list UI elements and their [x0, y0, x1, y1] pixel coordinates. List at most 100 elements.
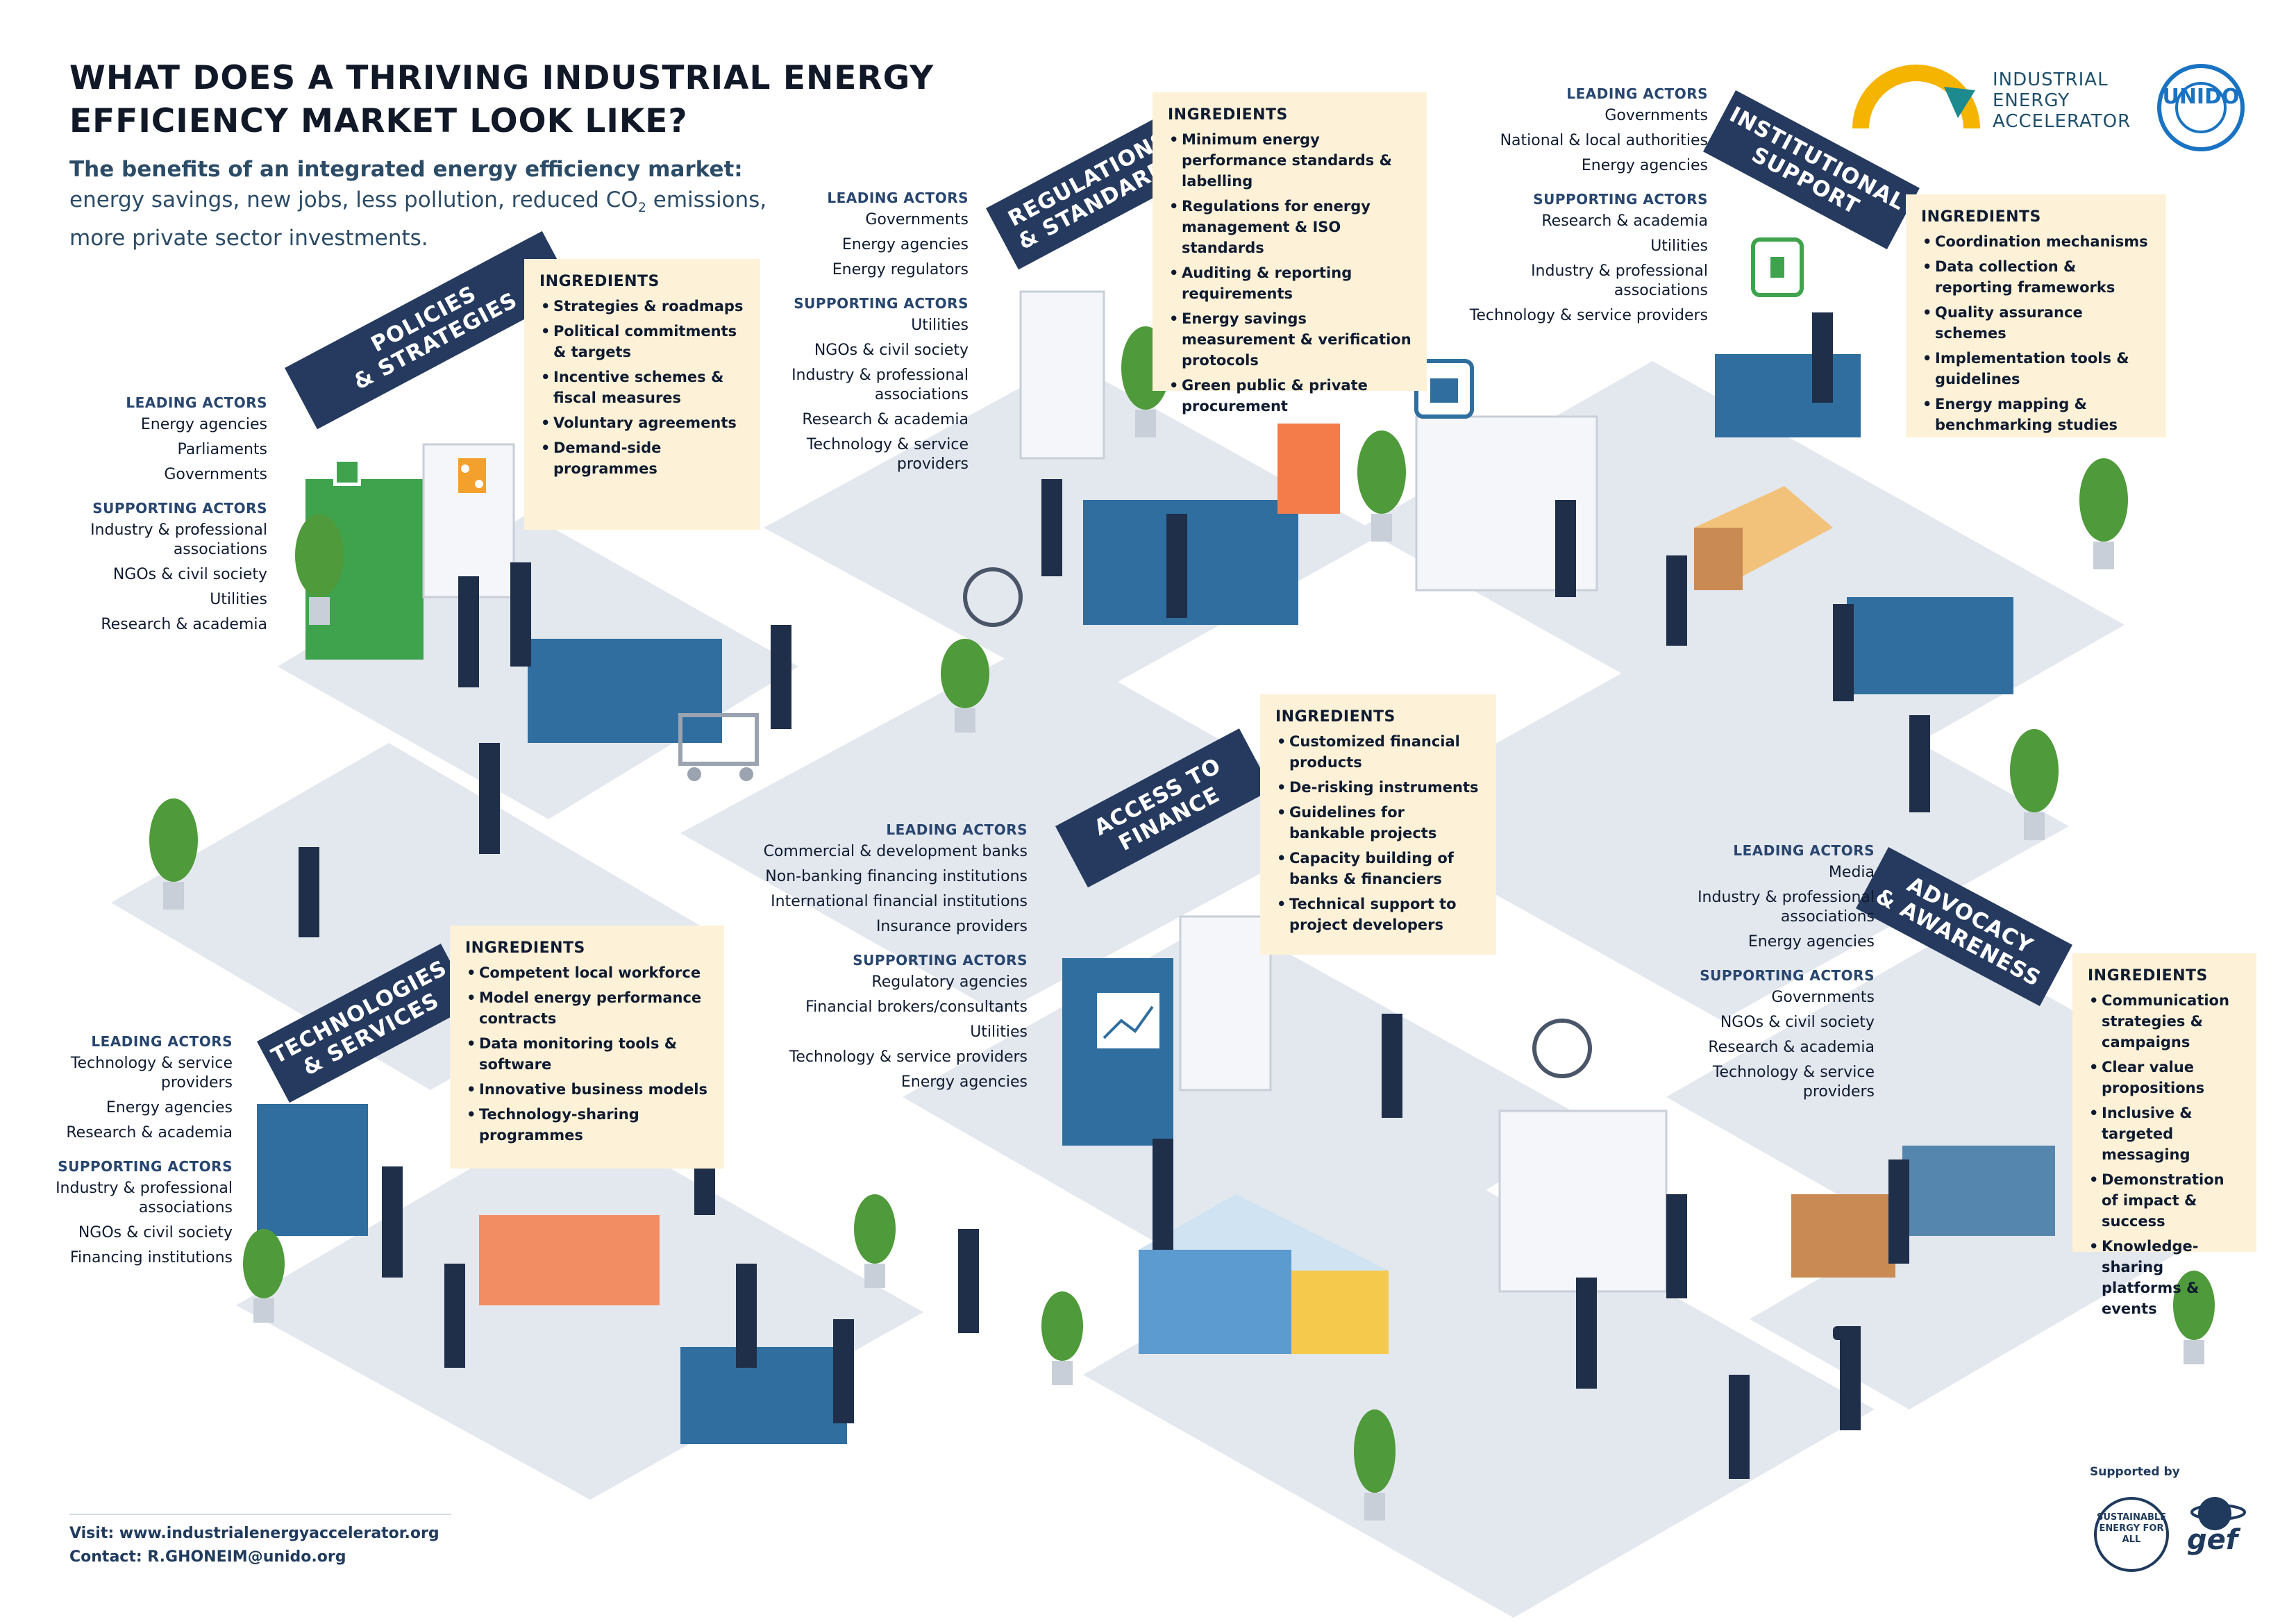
actor-item: Utilities: [970, 1023, 1028, 1041]
ingredient-item: Model energy performance contracts: [465, 987, 709, 1029]
actor-item: Industry & professional associations: [791, 367, 969, 403]
ingredient-item: Auditing & reporting requirements: [1168, 262, 1411, 304]
se4all-logo: [2094, 1497, 2169, 1572]
footer: Visit: www.industrialenergyaccelerator.o…: [69, 1514, 451, 1569]
ingredient-item: Regulations for energy management & ISO …: [1168, 196, 1411, 258]
actor-item: Governments: [865, 211, 969, 228]
ingredient-item: Data collection & reporting frameworks: [1921, 256, 2151, 298]
ingredient-item: Political commitments & targets: [539, 321, 745, 362]
actor-item: Energy agencies: [140, 416, 267, 433]
ingredient-item: Communication strategies & campaigns: [2088, 990, 2241, 1053]
gef-logo: [2190, 1497, 2246, 1530]
subtitle: The benefits of an integrated energy eff…: [69, 154, 868, 253]
shopping-cart-icon: [678, 713, 759, 781]
iea-logo-text: INDUSTRIAL ENERGY ACCELERATOR: [1993, 69, 2131, 132]
plant-icon: [149, 326, 2215, 1521]
actor-item: International financial institutions: [771, 893, 1028, 910]
actor-item: Research & academia: [66, 1124, 233, 1141]
actor-item: Research & academia: [101, 616, 267, 633]
actor-item: NGOs & civil society: [112, 566, 267, 583]
ingredient-item: Demonstration of impact & success: [2088, 1169, 2241, 1232]
ingredient-item: Coordination mechanisms: [1921, 231, 2151, 252]
actor-item: Research & academia: [1541, 212, 1708, 230]
actor-item: Industry & professional associations: [1698, 889, 1875, 926]
ingredients-finance: INGREDIENTS Customized financial product…: [1260, 694, 1496, 955]
ingredient-item: Customized financial products: [1275, 731, 1481, 773]
unido-logo: [2157, 64, 2245, 151]
actor-item: Technology & service providers: [70, 1055, 233, 1091]
actor-item: Technology & service providers: [789, 1048, 1028, 1066]
ingredient-item: Minimum energy performance standards & l…: [1168, 129, 1411, 192]
actor-item: Energy regulators: [832, 261, 969, 278]
actors-technologies: LEADING ACTORS Technology & service prov…: [42, 1033, 233, 1273]
actor-item: Energy agencies: [1748, 933, 1875, 951]
ingredient-item: Implementation tools & guidelines: [1921, 348, 2151, 390]
page-title: WHAT DOES A THRIVING INDUSTRIAL ENERGY E…: [69, 59, 935, 140]
booth-finance: [1062, 915, 1389, 1354]
gef-text: gef: [2187, 1524, 2238, 1556]
actor-item: Utilities: [1650, 237, 1708, 255]
actor-item: NGOs & civil society: [78, 1224, 233, 1241]
actor-item: Energy agencies: [1581, 157, 1708, 174]
actor-item: Research & academia: [802, 411, 969, 428]
actors-regulations: LEADING ACTORS Governments Energy agenci…: [764, 190, 969, 480]
actor-item: Industry & professional associations: [56, 1180, 233, 1216]
ingredient-item: Technology-sharing programmes: [465, 1104, 709, 1146]
actor-item: Energy agencies: [106, 1099, 233, 1116]
ingredients-advocacy: INGREDIENTS Communication strategies & c…: [2072, 953, 2256, 1317]
actor-item: Industry & professional associations: [1531, 262, 1708, 299]
actor-item: Financing institutions: [69, 1249, 233, 1266]
ingredients-regulations: INGREDIENTS Minimum energy performance s…: [1153, 92, 1427, 415]
actors-institutional: LEADING ACTORS Governments National & lo…: [1458, 85, 1708, 331]
ingredient-item: Voluntary agreements: [539, 412, 745, 433]
actors-finance: LEADING ACTORS Commercial & development …: [736, 821, 1028, 1098]
ingredient-item: Guidelines for bankable projects: [1275, 802, 1481, 844]
plug-icon: [1751, 237, 1804, 297]
actors-advocacy: LEADING ACTORS Media Industry & professi…: [1673, 842, 1875, 1107]
visit-link[interactable]: Visit: www.industrialenergyaccelerator.o…: [69, 1525, 439, 1542]
ingredient-item: Innovative business models: [465, 1079, 709, 1100]
ingredient-item: Clear value propositions: [2088, 1057, 2241, 1098]
unido-logo-text: UNIDO: [2162, 85, 2240, 109]
actor-item: Governments: [1604, 107, 1708, 124]
ingredient-item: Technical support to project developers: [1275, 894, 1481, 935]
ingredient-item: Strategies & roadmaps: [539, 296, 745, 317]
ingredient-item: Incentive schemes & fiscal measures: [539, 367, 745, 408]
ingredient-item: Energy mapping & benchmarking studies: [1921, 394, 2151, 435]
ingredient-item: Knowledge-sharing platforms & events: [2088, 1236, 2241, 1319]
chart-screen-icon: [1097, 993, 1159, 1048]
ingredients-technologies: INGREDIENTS Competent local workforce Mo…: [450, 926, 724, 1169]
ingredient-item: Data monitoring tools & software: [465, 1033, 709, 1075]
actor-item: Utilities: [210, 591, 267, 608]
iea-logo: [1852, 65, 1980, 129]
booth-technologies: [257, 1104, 847, 1444]
actor-item: Technology & service providers: [1712, 1064, 1875, 1100]
actor-item: Commercial & development banks: [763, 843, 1028, 860]
actors-policies: LEADING ACTORS Energy agencies Parliamen…: [56, 394, 267, 640]
booth-advocacy: [1498, 1110, 2055, 1293]
actor-item: Insurance providers: [875, 918, 1028, 935]
subtitle-line3: more private sector investments.: [69, 226, 428, 251]
se4all-text: SUSTAINABLE ENERGY FOR ALL: [2096, 1512, 2167, 1545]
ingredients-institutional: INGREDIENTS Coordination mechanisms Data…: [1906, 194, 2166, 437]
actor-item: Industry & professional associations: [90, 521, 267, 558]
actor-item: Energy agencies: [841, 236, 969, 253]
ingredient-item: Green public & private procurement: [1168, 375, 1411, 417]
contact-link[interactable]: Contact: R.GHONEIM@unido.org: [69, 1548, 346, 1566]
percent-icon: [461, 464, 483, 488]
floor-tile: [680, 639, 1361, 1014]
ingredient-item: Quality assurance schemes: [1921, 302, 2151, 344]
co2-subscript: 2: [637, 200, 646, 216]
ingredients-policies: INGREDIENTS Strategies & roadmaps Politi…: [524, 259, 760, 530]
booth-institutional: [1415, 354, 2013, 694]
ingredient-item: Inclusive & targeted messaging: [2088, 1103, 2241, 1165]
subtitle-line2: energy savings, new jobs, less pollution…: [69, 187, 638, 212]
actor-item: Technology & service providers: [806, 436, 969, 473]
ingredient-item: Demand-side programmes: [539, 437, 745, 479]
wheelchair-icon: [963, 567, 1592, 1078]
ingredient-item: Capacity building of banks & financiers: [1275, 848, 1481, 889]
ingredient-item: Competent local workforce: [465, 962, 709, 983]
actor-item: Governments: [164, 466, 267, 483]
actor-item: Media: [1828, 864, 1875, 881]
